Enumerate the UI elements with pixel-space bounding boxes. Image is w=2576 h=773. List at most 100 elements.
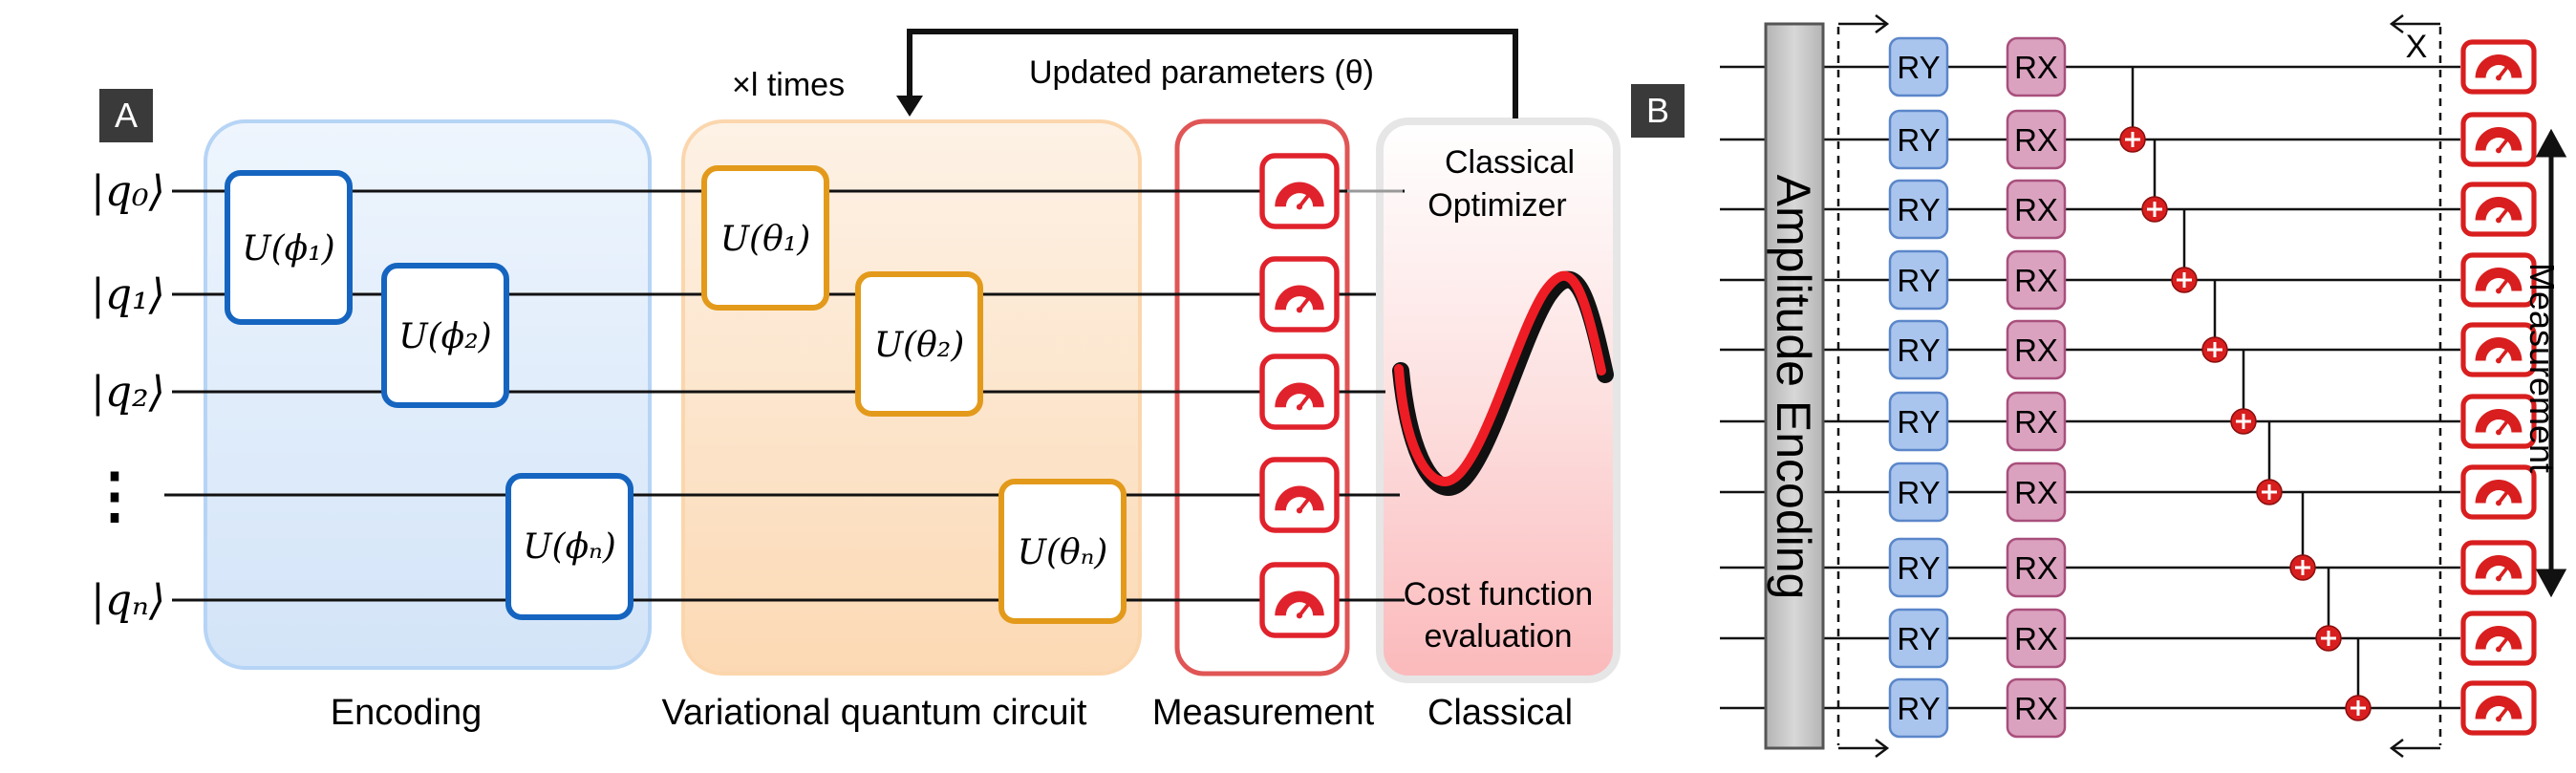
ry-gate-label: RY — [1897, 404, 1940, 440]
meter-b-5 — [2460, 394, 2537, 449]
cnot-gate — [2345, 638, 2372, 721]
cnot-gate — [2256, 421, 2283, 505]
variational-gate-2: U(θ₂) — [855, 271, 983, 417]
ry-gate-label: RY — [1897, 50, 1940, 85]
qubit-label-ellipsis: ⋮ — [84, 461, 145, 529]
ry-gate: RY — [1888, 677, 1949, 739]
ry-gate: RY — [1888, 319, 1949, 380]
rx-gate-label: RX — [2014, 50, 2058, 85]
ry-gate-label: RY — [1897, 475, 1940, 510]
rotation-gates: RY RX RY RX RY RX RY RX RY RX RY RX RY RX RY RX RY RX RY RX — [1888, 36, 2067, 739]
rx-gate: RX — [2006, 608, 2067, 669]
cost-label-1: Cost function — [1404, 576, 1593, 612]
encoding-gate-2-label: U(ϕ₂) — [398, 317, 491, 356]
feedback-arrow — [907, 29, 1518, 118]
repeat-arrow-bottom-left — [1838, 739, 1890, 758]
section-variational: Variational quantum circuit — [662, 693, 1087, 733]
ry-gate: RY — [1888, 537, 1949, 598]
meter-a-3 — [1259, 457, 1340, 533]
meter-b-7 — [2460, 540, 2537, 595]
meter-a-4 — [1259, 562, 1340, 638]
measurement-vertical-label: Measurement — [2522, 263, 2562, 473]
rx-gate-label: RX — [2014, 621, 2058, 656]
rx-gate-label: RX — [2014, 192, 2058, 227]
section-classical: Classical — [1428, 693, 1573, 733]
encoding-gate-n-label: U(ϕₙ) — [523, 527, 616, 567]
rx-gate: RX — [2006, 179, 2067, 240]
cost-label-2: evaluation — [1424, 618, 1572, 655]
rx-gate-label: RX — [2014, 691, 2058, 726]
repeat-arrow-bottom-right — [2389, 739, 2440, 758]
meter-b-6 — [2460, 464, 2537, 520]
panel-b-badge-text: B — [1646, 91, 1669, 130]
cnot-gate — [2171, 209, 2198, 293]
qubit-label-q1: |q₁⟩ — [91, 270, 165, 319]
meter-b-0 — [2460, 39, 2537, 95]
ry-gate-label: RY — [1897, 192, 1940, 227]
ry-gate: RY — [1888, 179, 1949, 240]
rx-gate: RX — [2006, 249, 2067, 311]
encoding-gate-2: U(ϕ₂) — [381, 263, 509, 408]
rx-gate: RX — [2006, 537, 2067, 598]
panel-b-badge — [1631, 84, 1685, 138]
encoding-gate-1: U(ϕ₁) — [225, 170, 353, 325]
rx-gate: RX — [2006, 109, 2067, 170]
ry-gate-label: RY — [1897, 263, 1940, 298]
ry-gate: RY — [1888, 36, 1949, 97]
rx-gate-label: RX — [2014, 404, 2058, 440]
qubit-label-qn: |qₙ⟩ — [91, 576, 165, 625]
rx-gate-label: RX — [2014, 263, 2058, 298]
ry-gate-label: RY — [1897, 122, 1940, 158]
meter-b-1 — [2460, 112, 2537, 167]
meter-a-0 — [1259, 153, 1340, 229]
section-encoding: Encoding — [331, 693, 482, 733]
times-label: ×l times — [732, 67, 845, 103]
cost-curve — [1394, 270, 1606, 487]
rx-gate: RX — [2006, 319, 2067, 380]
variational-gate-n-label: U(θₙ) — [1018, 533, 1108, 572]
measurement-bracket-arrow — [2535, 128, 2567, 598]
encoding-gate-n: U(ϕₙ) — [505, 473, 633, 620]
rx-gate: RX — [2006, 391, 2067, 452]
ry-gate-label: RY — [1897, 691, 1940, 726]
panel-a-badge-text: A — [115, 96, 138, 135]
repeat-mark: X — [2406, 29, 2428, 65]
amplitude-encoding-block — [1764, 22, 1825, 750]
rx-gate: RX — [2006, 677, 2067, 739]
panel-a-badge — [99, 89, 153, 142]
ry-gate-label: RY — [1897, 550, 1940, 586]
optimizer-label-2: Optimizer — [1428, 187, 1566, 224]
variational-gate-2-label: U(θ₂) — [874, 326, 965, 365]
ry-gate: RY — [1888, 462, 1949, 523]
feedback-arrowhead — [896, 96, 923, 117]
ry-gate-label: RY — [1897, 333, 1940, 368]
section-measurement: Measurement — [1152, 693, 1375, 733]
meter-b-9 — [2460, 680, 2537, 736]
panel-a: A |q₀⟩ |q₁⟩ |q₂⟩ ⋮ |qₙ⟩ U(ϕ₁) U(ϕ₂) — [84, 29, 1621, 733]
cnot-ladder — [2119, 67, 2372, 721]
feedback-label: Updated parameters (θ) — [1029, 54, 1374, 91]
ry-gate-label: RY — [1897, 621, 1940, 656]
qubit-label-q0: |q₀⟩ — [91, 167, 165, 216]
optimizer-label-1: Classical — [1445, 144, 1575, 181]
cnot-gate — [2119, 67, 2146, 153]
meter-b-4 — [2460, 322, 2537, 377]
cnot-gate — [2289, 492, 2316, 581]
qubit-label-q2: |q₂⟩ — [91, 368, 165, 417]
ry-gate: RY — [1888, 249, 1949, 311]
cnot-gate — [2315, 568, 2342, 652]
rx-gate: RX — [2006, 462, 2067, 523]
cnot-gate — [2230, 350, 2257, 435]
ry-gate: RY — [1888, 391, 1949, 452]
panel-b-wires — [1720, 65, 2460, 710]
meter-b-8 — [2460, 611, 2537, 666]
cnot-gate — [2141, 140, 2168, 223]
rx-gate-label: RX — [2014, 122, 2058, 158]
ry-gate: RY — [1888, 608, 1949, 669]
rx-gate-label: RX — [2014, 333, 2058, 368]
meter-a-1 — [1259, 256, 1340, 333]
encoding-gate-1-label: U(ϕ₁) — [242, 229, 334, 268]
repeat-arrow-top-left — [1838, 14, 1890, 33]
repeat-arrow-top-right — [2389, 14, 2440, 33]
